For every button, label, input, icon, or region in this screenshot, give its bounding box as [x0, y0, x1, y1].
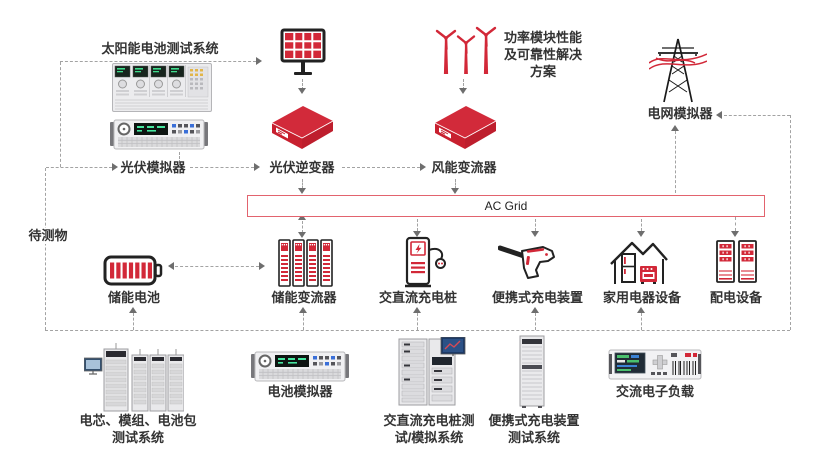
power-tower-icon: [649, 38, 707, 103]
portable-test-line-1: 便携式充电装置: [488, 413, 580, 428]
connector-solar-top: [60, 61, 256, 62]
arrowhead-up-icon: [671, 125, 679, 131]
arrowhead-right-icon: [112, 163, 118, 171]
label-storage-converter: 储能变流器: [271, 290, 337, 305]
ac-grid-label: AC Grid: [484, 199, 528, 213]
arrowhead-down-icon: [298, 232, 306, 238]
solar-test-power-supply-image: [110, 119, 208, 150]
arrowhead-up-icon: [413, 307, 421, 313]
connector-turbine-box: [463, 79, 464, 90]
note-line-1: 功率模块性能: [503, 30, 582, 45]
cell-test-line-2: 测试系统: [111, 430, 164, 445]
connector-grid-distribution: [735, 217, 736, 231]
connector-solar-left: [60, 62, 61, 167]
arrowhead-right-icon: [256, 57, 262, 65]
arrowhead-up-icon: [298, 214, 306, 220]
connector-panel-box: [302, 79, 303, 90]
note-line-2: 及可靠性解决: [503, 47, 582, 62]
label-portable-test-system: 便携式充电装置 测试系统: [487, 412, 581, 446]
label-battery-simulator: 电池模拟器: [267, 384, 333, 399]
connector-grid-pile: [417, 219, 418, 231]
connector-bus-portable: [535, 313, 536, 330]
label-grid-simulator: 电网模拟器: [647, 106, 713, 121]
arrowhead-down-icon: [451, 188, 459, 194]
connector-wind-grid: [455, 179, 456, 189]
connector-pvsim-pvinv: [190, 167, 254, 168]
connector-grid-storageconv: [302, 221, 303, 233]
label-home-appliances: 家用电器设备: [602, 290, 681, 305]
arrowhead-right-icon: [420, 163, 426, 171]
ac-grid-bar: AC Grid: [247, 195, 765, 217]
solar-panel-icon: [280, 28, 326, 75]
pile-test-equipment-image: [398, 337, 466, 406]
label-solar-test-system: 太阳能电池测试系统: [101, 41, 219, 56]
label-storage-battery: 储能电池: [107, 290, 160, 305]
cell-test-equipment-image: [84, 343, 184, 412]
arrowhead-up-icon: [129, 307, 137, 313]
label-cell-test-system: 电芯、模组、电池包 测试系统: [79, 412, 197, 446]
pile-test-line-2: 试/模拟系统: [394, 430, 464, 445]
connector-pvinv-wind: [342, 167, 420, 168]
wind-turbines-icon: [435, 26, 497, 74]
storage-converter-cabinets-icon: [278, 239, 333, 287]
connector-dut-vertical: [45, 168, 46, 330]
connector-equip-to-pvsim: [179, 152, 180, 163]
arrowhead-left-icon: [716, 111, 722, 119]
battery-simulator-equipment-image: [251, 351, 349, 382]
label-charging-pile: 交直流充电桩: [378, 290, 457, 305]
label-power-module-note: 功率模块性能 及可靠性解决 方案: [500, 29, 586, 80]
label-pv-inverter: 光伏逆变器: [269, 160, 335, 175]
distribution-cabinets-icon: [716, 240, 757, 283]
charging-pile-icon: [405, 236, 446, 288]
arrowhead-right-icon: [259, 262, 265, 270]
arrowhead-down-icon: [531, 231, 539, 237]
arrowhead-down-icon: [459, 88, 467, 94]
ac-load-equipment-image: [608, 349, 702, 380]
arrowhead-down-icon: [298, 188, 306, 194]
arrowhead-down-icon: [731, 231, 739, 237]
pile-test-line-1: 交直流充电桩测: [383, 413, 475, 428]
connector-grid-portable: [535, 219, 536, 231]
arrowhead-up-icon: [531, 307, 539, 313]
arrowhead-down-icon: [413, 231, 421, 237]
connector-bus-storageconv: [303, 313, 304, 330]
portable-test-equipment-image: [519, 335, 545, 408]
connector-bus-pile: [417, 313, 418, 330]
label-distribution-equipment: 配电设备: [709, 290, 762, 305]
connector-grid-home: [641, 219, 642, 231]
label-ac-load: 交流电子负载: [615, 384, 694, 399]
label-pv-simulator: 光伏模拟器: [120, 160, 186, 175]
arrowhead-up-icon: [299, 307, 307, 313]
pv-inverter-box-icon: [271, 106, 334, 149]
connector-bus-battery: [133, 313, 134, 330]
connector-pvinv-grid: [302, 179, 303, 189]
arrowhead-right-icon: [254, 163, 260, 171]
arrowhead-down-icon: [298, 88, 306, 94]
portable-test-line-2: 测试系统: [507, 430, 560, 445]
connector-right-vertical: [790, 115, 791, 330]
arrowhead-down-icon: [637, 231, 645, 237]
note-line-3: 方案: [529, 64, 556, 79]
charging-gun-icon: [498, 245, 555, 279]
label-pile-test-system: 交直流充电桩测 试/模拟系统: [382, 412, 476, 446]
connector-bus-home: [641, 313, 642, 330]
arrowhead-up-icon: [637, 307, 645, 313]
wind-converter-box-icon: [434, 106, 497, 149]
arrowhead-left-icon: [168, 262, 174, 270]
connector-to-pvsim: [46, 167, 112, 168]
solar-test-equipment-image: [112, 63, 212, 112]
cell-test-line-1: 电芯、模组、电池包: [79, 413, 197, 428]
connector-battery-converter: [175, 266, 259, 267]
connector-bottom-bus: [45, 330, 790, 331]
house-appliances-icon: [610, 241, 668, 284]
label-portable-charger: 便携式充电装置: [492, 290, 584, 305]
connector-right-gridsim: [724, 115, 790, 116]
storage-battery-icon: [103, 255, 163, 286]
label-dut: 待测物: [24, 228, 72, 244]
label-wind-converter: 风能变流器: [431, 160, 497, 175]
connector-grid-gridsim: [675, 131, 676, 193]
